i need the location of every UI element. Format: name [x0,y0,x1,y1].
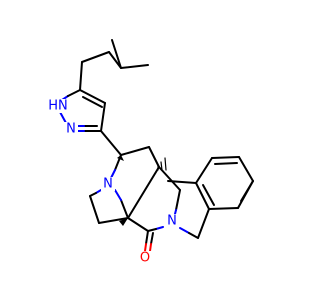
bond [89,195,100,224]
bond [120,146,150,156]
bond [114,154,122,171]
bond [202,184,215,206]
bond [110,169,116,179]
bond [81,51,110,63]
atom-label-o-carbonyl: O [140,251,150,266]
bond [195,157,213,184]
bond [79,89,106,104]
bond [82,96,103,108]
atom-label-nh: HN [48,99,68,114]
bond [211,156,240,159]
atom-label-n-bridgehead: N [103,177,113,192]
bond [179,227,190,234]
bond [188,232,199,239]
bond [127,217,149,232]
bond [100,130,122,156]
bond [158,166,181,191]
bond [59,111,67,124]
bond [148,146,160,168]
bond [127,166,160,219]
bond [214,162,238,165]
atom-labels: HN N N N O [45,99,179,266]
bond [144,243,147,252]
bond [167,180,197,184]
bond [100,102,106,132]
bond [197,208,210,239]
bond [89,192,97,197]
bond [208,207,239,210]
bond [67,89,81,97]
bond [240,180,254,202]
bond [98,217,129,224]
bond [120,64,149,69]
methylbenzyl-group [167,156,254,239]
pyrazole-ring [59,89,106,132]
bond [108,51,122,69]
bond [145,230,149,245]
tricyclic-core [89,146,181,252]
isobutyl-group [79,39,149,91]
bond [149,243,152,252]
bond [147,228,157,232]
bond [120,199,129,219]
atom-label-n-lactam: N [167,214,177,229]
bond [79,61,83,91]
bond [111,39,122,69]
bond [114,189,122,201]
bond [175,189,181,211]
stereo-wedge [119,218,128,226]
bond [195,182,210,210]
molecule-structure: HN N N N O [45,39,254,266]
bond [155,226,164,230]
bond [238,156,254,182]
atom-label-n-pyrazole: N [66,122,76,137]
bond [150,232,154,245]
